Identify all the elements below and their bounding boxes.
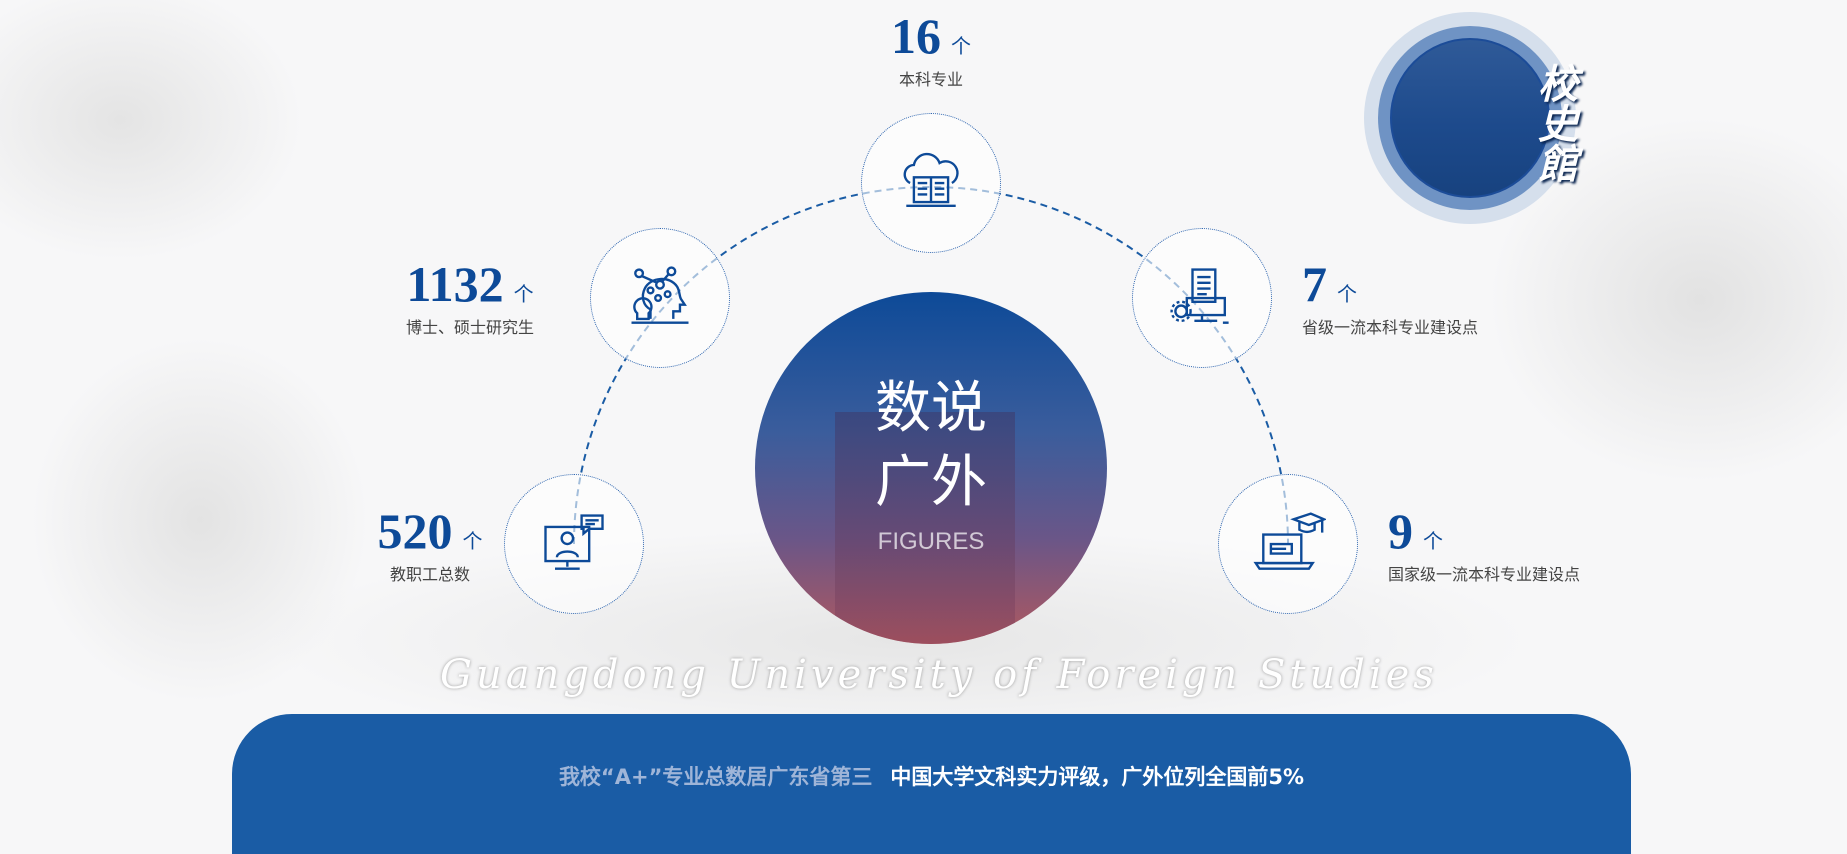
stat-value: 7 (1302, 256, 1327, 312)
stat-unit: 个 (462, 529, 483, 553)
bottom-banner: 我校“A+”专业总数居广东省第三中国大学文科实力评级，广外位列全国前5% (232, 714, 1631, 854)
node-provincial-majors (1132, 228, 1272, 368)
center-title-circle: 数说 广外 FIGURES (755, 292, 1107, 644)
node-staff (504, 474, 644, 614)
stat-staff: 520 个 教职工总数 (360, 505, 500, 585)
stat-graduate-students: 1132 个 博士、硕士研究生 (380, 258, 560, 338)
stat-unit: 个 (951, 34, 971, 58)
stat-label: 本科专业 (898, 70, 963, 89)
cloud-book-icon (903, 152, 959, 207)
head-network-bulb-icon (631, 266, 689, 324)
stat-label: 省级一流本科专业建设点 (1302, 318, 1479, 337)
campus-watermark: Guangdong University of Foreign Studies (440, 652, 1438, 698)
stat-label: 博士、硕士研究生 (405, 318, 534, 337)
building-photo (835, 412, 1015, 644)
node-undergrad-majors (861, 113, 1001, 253)
stat-unit: 个 (1423, 529, 1443, 553)
document-monitor-gear-icon (1170, 268, 1229, 324)
banner-text-b[interactable]: 中国大学文科实力评级，广外位列全国前5% (890, 765, 1305, 789)
stat-unit: 个 (513, 282, 534, 306)
stat-value: 1132 (406, 256, 504, 312)
stat-value: 520 (377, 503, 453, 559)
node-graduate-students (590, 228, 730, 368)
banner-text-a[interactable]: 我校“A+”专业总数居广东省第三 (558, 765, 873, 789)
stat-label: 国家级一流本科专业建设点 (1388, 565, 1581, 584)
stat-value: 16 (891, 8, 941, 64)
center-title-line1: 数说 (875, 376, 987, 441)
school-history-museum-logo[interactable]: 校史館 (1364, 12, 1578, 224)
online-teacher-icon (544, 514, 604, 570)
stat-unit: 个 (1337, 282, 1357, 306)
logo-text: 校史館 (1531, 63, 1578, 183)
node-national-majors (1218, 474, 1358, 614)
stat-label: 教职工总数 (389, 565, 470, 584)
stat-value: 9 (1388, 503, 1413, 559)
laptop-graduation-cap-icon (1253, 512, 1326, 570)
center-subtitle: FIGURES (877, 528, 985, 555)
center-title-line2: 广外 (875, 450, 987, 515)
stat-undergrad-majors: 16 个 本科专业 (831, 10, 1031, 90)
